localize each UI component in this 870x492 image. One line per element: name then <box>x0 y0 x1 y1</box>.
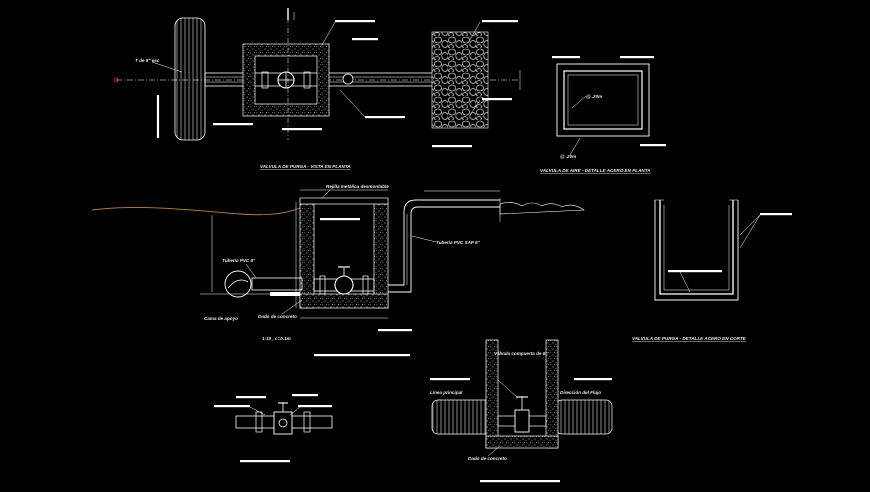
chamber-wall-right <box>373 203 389 309</box>
support-label: Dado de concreto <box>258 314 297 319</box>
gate-valve-icon <box>514 409 530 433</box>
detail-wall-right <box>545 339 559 449</box>
outlet-rocks <box>499 202 585 215</box>
rebar-plan-title: VALVULA DE AIRE - DETALLE ACERO EN PLANT… <box>540 168 651 173</box>
section-view: Rejilla metálica desmontable Tubería PVC… <box>91 184 585 357</box>
gravel-fill <box>431 31 489 129</box>
detail-wall-left <box>485 339 499 449</box>
slope-label: 1:10 , c=0.1m <box>262 336 291 341</box>
valve-detail-body <box>273 411 293 435</box>
pipe-label: T de 8" esc <box>135 58 160 63</box>
rebar-u-outer <box>654 200 739 301</box>
pipe-right-label: Tubería PVC SAP 6" <box>436 240 481 245</box>
chamber-floor <box>299 293 389 309</box>
left-pipe-section <box>224 270 252 298</box>
red-marker <box>113 77 119 83</box>
rebar-section: VALVULA DE PURGA - DETALLE ACERO EN CORT… <box>632 199 792 341</box>
pipe-right-detail <box>555 399 613 435</box>
detail-bottom-label: Dado de concreto <box>468 456 507 461</box>
rebar-label-bottom: @ .20m <box>560 154 576 159</box>
pipe-left-label: Tubería PVC 8" <box>222 258 256 263</box>
valve-chamber-detail: Válvula compuerta de 6" Línea principal … <box>430 339 613 483</box>
plan-view: T de 8" esc VALVULA DE PURGA - VISTA EN … <box>113 8 521 169</box>
outlet-pipe <box>388 199 500 286</box>
chamber-wall-left <box>299 203 315 309</box>
grate <box>299 197 389 205</box>
detail-left-label: Línea principal <box>430 390 463 395</box>
detail-floor <box>485 435 559 449</box>
rebar-plan-frame <box>556 63 650 137</box>
terrain-line <box>91 207 301 216</box>
valve-plan-detail <box>214 394 333 463</box>
detail-right-label: Dirección del Flujo <box>560 390 601 395</box>
base-label: Cama de apoyo <box>204 316 238 321</box>
grate-label: Rejilla metálica desmontable <box>326 184 389 189</box>
rebar-section-title: VALVULA DE PURGA - DETALLE ACERO EN CORT… <box>632 336 747 341</box>
rebar-plan: @ .20m @ .20m VALVULA DE AIRE - DETALLE … <box>540 56 666 173</box>
pipe-left-detail <box>431 399 493 435</box>
valve-section-icon <box>334 275 354 295</box>
plan-view-title: VALVULA DE PURGA - VISTA EN PLANTA <box>260 164 351 169</box>
main-pipe-vertical <box>174 17 206 141</box>
rebar-label-top: @ .20m <box>586 94 602 99</box>
valve-detail-label: Válvula compuerta de 6" <box>494 351 548 356</box>
